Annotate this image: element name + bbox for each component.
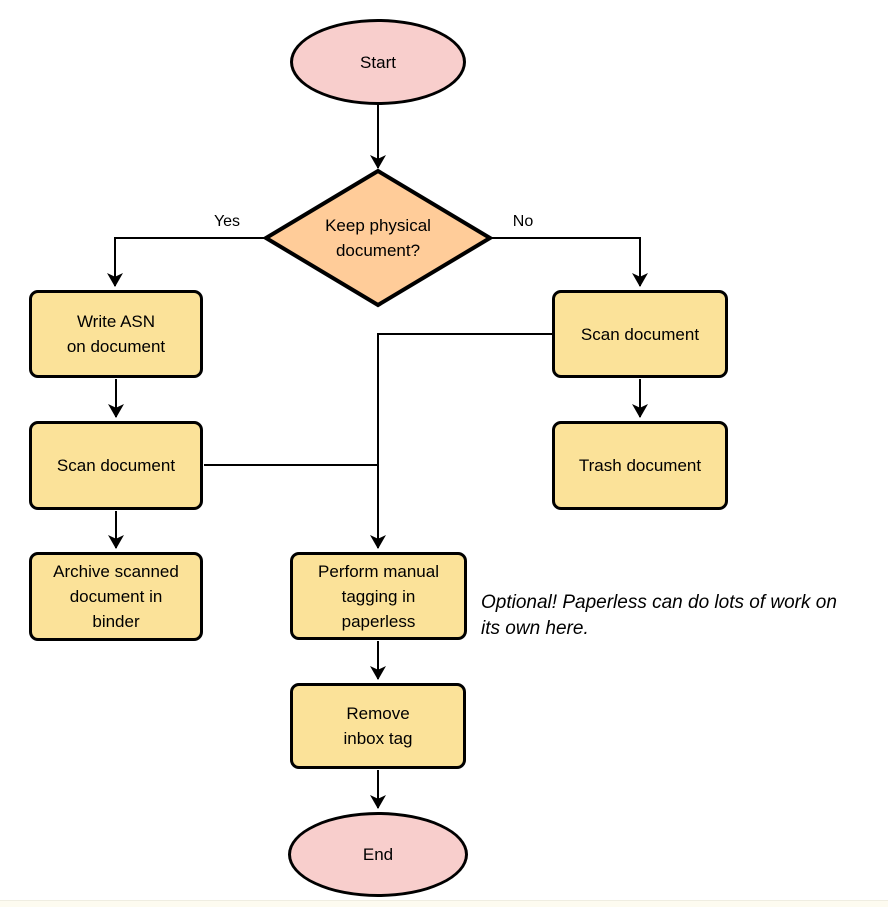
- node-remove-inbox-tag: Remove inbox tag: [290, 683, 466, 769]
- node-label: Start: [360, 52, 396, 72]
- node-label: Write ASN on document: [66, 312, 166, 356]
- node-label: Trash document: [578, 456, 702, 475]
- edge-decision-no: [490, 237, 648, 287]
- edge-decision-yes: [107, 237, 266, 287]
- node-label: Perform manual tagging in paperless: [318, 561, 439, 631]
- node-trash-document: Trash document: [552, 421, 728, 510]
- edge-scanright-to-tagging: [370, 333, 552, 549]
- node-manual-tagging: Perform manual tagging in paperless: [290, 552, 467, 640]
- node-label: Keep physical document?: [325, 216, 431, 260]
- node-decision-keep-physical: Keep physical document?: [258, 165, 498, 311]
- node-label: Scan document: [56, 456, 176, 475]
- node-label: Remove inbox tag: [343, 704, 413, 748]
- diamond-shape: [262, 168, 494, 308]
- node-label: Archive scanned document in binder: [53, 562, 179, 631]
- node-scan-document-left: Scan document: [29, 421, 203, 510]
- node-label: Scan document: [580, 324, 700, 344]
- edge-label-no: No: [512, 213, 534, 230]
- node-start: Start: [290, 19, 466, 105]
- node-write-asn: Write ASN on document: [29, 290, 203, 378]
- annotation-note: Optional! Paperless can do lots of work …: [481, 592, 837, 639]
- edge-label-yes: Yes: [213, 213, 241, 230]
- page-bottom-edge: [0, 900, 888, 907]
- node-end: End: [288, 812, 468, 897]
- node-label: End: [362, 845, 394, 864]
- node-scan-document-right: Scan document: [552, 290, 728, 378]
- node-archive-binder: Archive scanned document in binder: [29, 552, 203, 641]
